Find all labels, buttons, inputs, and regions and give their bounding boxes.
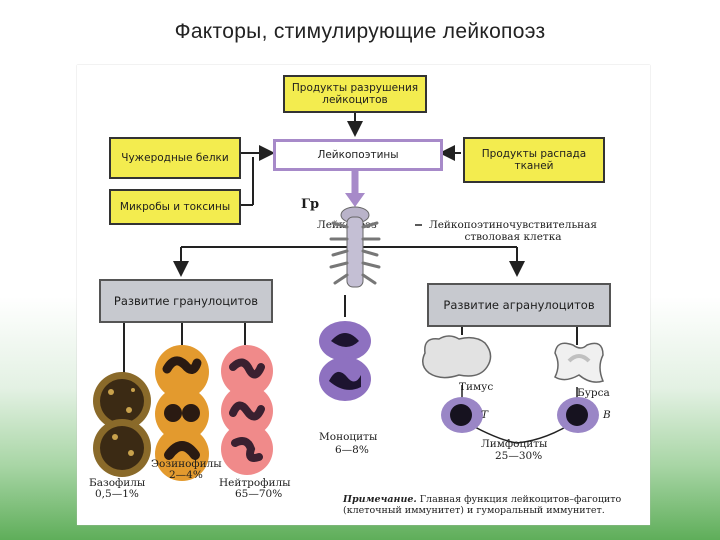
basophils-percent: 0,5—1% (95, 488, 139, 500)
eosinophils-label: Эозинофилы (151, 458, 222, 470)
basophils-label: Базофилы (89, 477, 146, 489)
gr-fragment-label: Гр (301, 197, 320, 212)
lymphocyte-cell-icon (441, 397, 483, 433)
slide-title: Факторы, стимулирующие лейкопоэз (174, 20, 546, 43)
bursa-label: Бурса (577, 387, 610, 399)
lymphocytes-label: Лимфоциты (481, 438, 548, 450)
basophil-cell-icon (93, 419, 151, 477)
leukopoietins-box: Лейкопоэтины (273, 139, 443, 171)
monocytes-label: Моноциты (319, 431, 378, 443)
neutrophil-cell-icon (221, 385, 273, 437)
monocyte-cell-icon (319, 321, 371, 361)
monocyte-cell-icon (319, 357, 371, 401)
t-letter-label: T (481, 409, 489, 421)
destruction-products-box: Продукты разрушения лейкоцитов (283, 75, 427, 113)
basophil-cell-icon (93, 372, 151, 430)
eosinophils-percent: 2—4% (169, 469, 203, 481)
stem-cell-icon (329, 206, 381, 288)
neutrophil-cell-icon (221, 423, 273, 475)
eosinophil-cell-icon (155, 345, 209, 399)
agranulocyte-development-box: Развитие агранулоцитов (427, 283, 611, 327)
thymus-organ-icon (422, 335, 492, 379)
neutrophil-cell-icon (221, 345, 273, 397)
monocytes-percent: 6—8% (335, 444, 369, 456)
footnote-prefix: Примечание. (343, 494, 417, 505)
footnote: Примечание. Главная функция лейкоцитов–ф… (343, 494, 643, 516)
leukopoiesis-diagram: Продукты разрушения лейкоцитов Чужеродны… (77, 65, 650, 525)
lymphocyte-cell-icon (557, 397, 599, 433)
neutrophils-label: Нейтрофилы (219, 477, 291, 489)
bursa-organ-icon (554, 342, 605, 383)
neutrophils-percent: 65—70% (235, 488, 283, 500)
eosinophil-cell-icon (155, 387, 209, 441)
microbes-toxins-box: Микробы и токсины (109, 189, 241, 225)
granulocyte-development-box: Развитие гранулоцитов (99, 279, 273, 323)
eosinophil-cell-icon (155, 427, 209, 481)
lymphocytes-percent: 25—30% (495, 450, 543, 462)
footnote-text: Главная функция лейкоцитов–фагоцито (кле… (343, 494, 622, 516)
thymus-label: Тимус (459, 381, 494, 393)
foreign-proteins-box: Чужеродные белки (109, 137, 241, 179)
stem-cell-label: Лейкопоэтиночувствительная стволовая кле… (428, 219, 598, 243)
b-letter-label: B (603, 409, 611, 421)
tissue-decay-box: Продукты распада тканей (463, 137, 605, 183)
